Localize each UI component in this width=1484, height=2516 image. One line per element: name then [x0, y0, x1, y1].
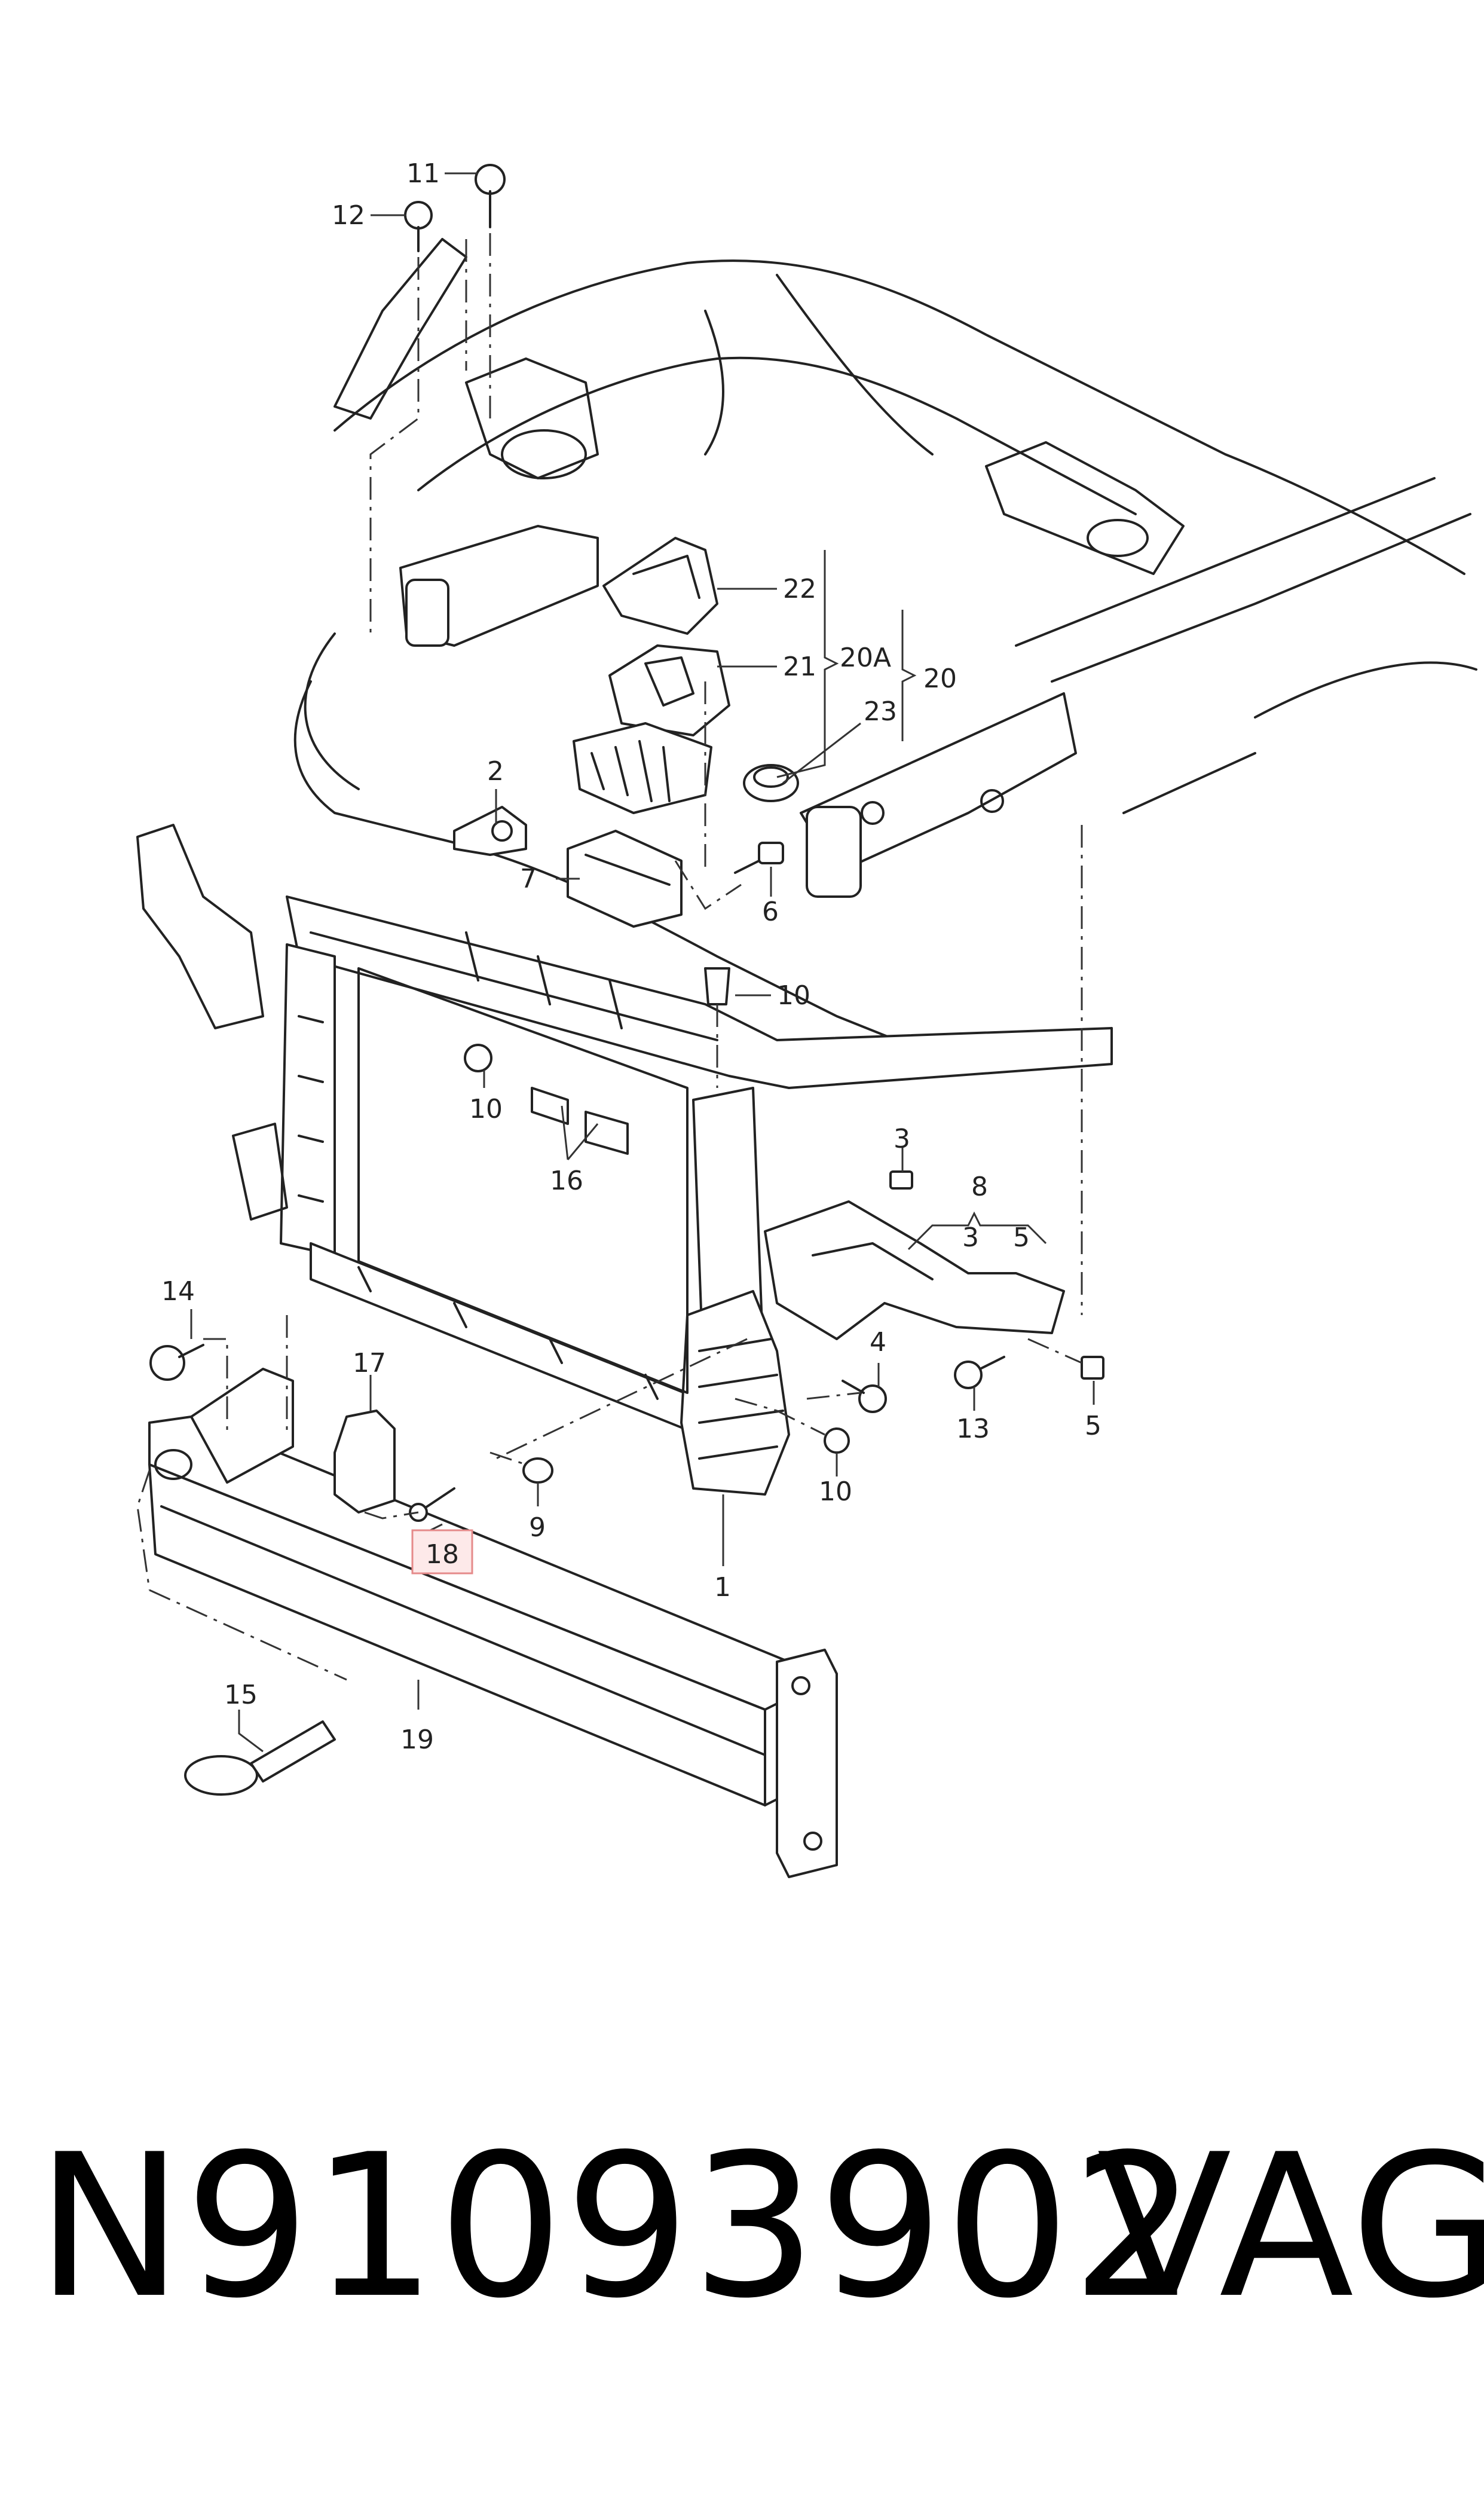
- callout-23: 23: [864, 696, 897, 727]
- callout-labels: 11 12 22 20A 21 20 23 2 7 6 10 10 16 3 8…: [161, 158, 1101, 1755]
- callout-7: 7: [520, 864, 537, 894]
- alignment-lines: [136, 233, 1083, 1681]
- callout-10-left: 10: [469, 1094, 503, 1124]
- callout-18-highlight: [411, 1529, 473, 1575]
- callout-15: 15: [224, 1680, 258, 1710]
- callout-2: 2: [487, 756, 504, 787]
- callout-20: 20: [923, 664, 957, 694]
- part-number: N91093902: [36, 2112, 1198, 2341]
- air-duct-assembly: [453, 537, 799, 928]
- callout-9: 9: [529, 1512, 546, 1543]
- callout-13: 13: [956, 1414, 990, 1444]
- exploded-parts-diagram: 11 12 22 20A 21 20 23 2 7 6 10 10 16 3 8…: [136, 158, 1477, 1878]
- callout-5-right: 5: [1013, 1222, 1030, 1253]
- callout-14: 14: [161, 1276, 195, 1307]
- callout-20A: 20A: [840, 643, 891, 673]
- lock-carrier: [136, 824, 1113, 1496]
- callout-5-lower: 5: [1085, 1411, 1101, 1441]
- callout-4: 4: [870, 1327, 886, 1358]
- callout-17: 17: [353, 1348, 386, 1378]
- callout-19: 19: [400, 1725, 434, 1755]
- callout-3-upper: 3: [894, 1124, 910, 1154]
- callout-22: 22: [783, 574, 816, 604]
- vehicle-body-structure: [293, 238, 1477, 1065]
- callout-12: 12: [332, 200, 365, 231]
- fasteners: [149, 164, 1104, 1796]
- callout-10-upper: 10: [777, 980, 810, 1011]
- callout-1: 1: [714, 1572, 731, 1603]
- callout-21: 21: [783, 652, 816, 682]
- callout-3-right: 3: [962, 1222, 979, 1253]
- callout-6: 6: [762, 897, 779, 927]
- callout-8: 8: [971, 1172, 988, 1202]
- callout-16: 16: [550, 1166, 583, 1196]
- callout-18: 18: [426, 1539, 459, 1570]
- callout-11: 11: [406, 158, 440, 189]
- callout-10-right: 10: [819, 1476, 852, 1507]
- brand-label: VAG: [1097, 2112, 1484, 2341]
